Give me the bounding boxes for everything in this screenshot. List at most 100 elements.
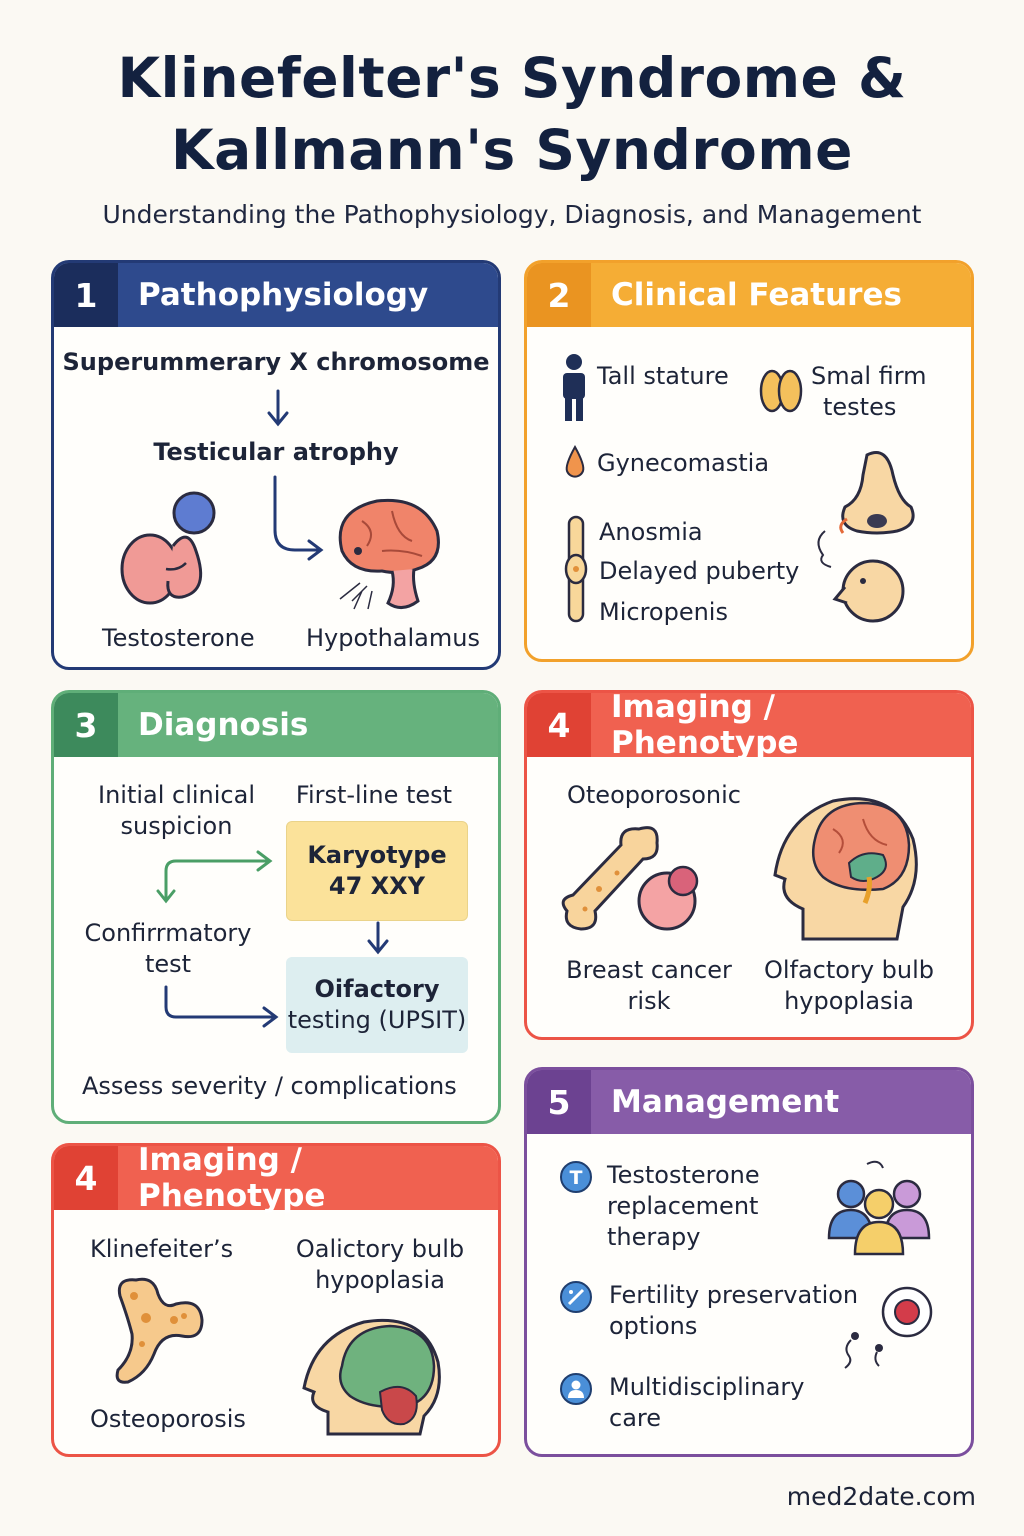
pathophysiology-number: 1 xyxy=(54,263,118,327)
imaging-right-header: 4 Imaging / Phenotype xyxy=(527,690,971,761)
imaging-right-title: Imaging / Phenotype xyxy=(611,690,799,761)
testis-icon xyxy=(120,491,216,605)
pathophysiology-header: 1 Pathophysiology xyxy=(54,263,498,327)
olfactory-line2: testing (UPSIT) xyxy=(287,1006,467,1034)
anosmia-label: Anosmia xyxy=(599,518,703,546)
olfactory-bulb-label: Olfactory bulb hypoplasia xyxy=(751,955,947,1017)
osteoporosis-label: Osteoporosis xyxy=(90,1405,246,1433)
testosterone-label: Testosterone xyxy=(102,624,255,652)
bone-icon xyxy=(561,826,659,931)
olfactory-line1: Oifactory xyxy=(314,975,440,1003)
fertility-line2: options xyxy=(609,1312,698,1340)
micropenis-label: Micropenis xyxy=(599,598,728,626)
diagnosis-title: Diagnosis xyxy=(138,707,309,743)
hypothalamus-label: Hypothalamus xyxy=(306,624,480,652)
initial-suspicion-line1: Initial clinical xyxy=(97,781,256,809)
curved-arrow-icon xyxy=(273,475,324,561)
oteoporosonic-label: Oteoporosonic xyxy=(567,781,741,809)
drop-icon xyxy=(565,444,585,478)
trt-label: Testosterone replacement therapy xyxy=(607,1160,760,1253)
imaging-phenotype-card-left: 4 Imaging / Phenotype Klinefeiter’s Oali… xyxy=(51,1143,501,1457)
multidisciplinary-line2: care xyxy=(609,1404,662,1432)
page-subtitle: Understanding the Pathophysiology, Diagn… xyxy=(102,200,922,229)
delayed-puberty-label: Delayed puberty xyxy=(599,557,800,585)
management-header: 5 Management xyxy=(527,1070,971,1134)
diagnosis-card: 3 Diagnosis Initial clinical suspicion F… xyxy=(51,690,501,1124)
suspicion-to-karyotype-arrow xyxy=(156,850,273,904)
cause-text: Superummerary X chromosome xyxy=(62,348,490,376)
oalictory-bulb-label: Oalictory bulb hypoplasia xyxy=(280,1234,480,1296)
svg-text:T: T xyxy=(570,1167,583,1189)
trt-line3: therapy xyxy=(607,1223,701,1251)
porous-bone-icon xyxy=(115,1277,204,1384)
assess-severity-label: Assess severity / complications xyxy=(82,1072,457,1100)
multidisciplinary-icon xyxy=(560,1373,592,1405)
clinical-features-title: Clinical Features xyxy=(611,277,902,313)
breast-icon xyxy=(637,865,699,931)
small-firm-testes-label-1: Smal firm xyxy=(811,362,927,390)
fertility-icon xyxy=(560,1281,592,1313)
head-brain-icon xyxy=(302,1318,441,1436)
person-icon xyxy=(563,354,585,421)
management-title: Management xyxy=(611,1084,840,1120)
team-icon xyxy=(827,1160,931,1256)
imaging-left-header: 4 Imaging / Phenotype xyxy=(54,1143,498,1214)
breast-cancer-line2: risk xyxy=(627,987,671,1015)
klinefeiter-label: Klinefeiter’s xyxy=(90,1235,234,1263)
oalictory-line1: Oalictory bulb xyxy=(295,1235,465,1263)
clinical-features-header: 2 Clinical Features xyxy=(527,263,971,327)
imaging-right-number: 4 xyxy=(527,693,591,757)
bone-icon xyxy=(564,515,588,623)
olfactory-bulb-line2: hypoplasia xyxy=(784,987,914,1015)
karyotype-box: Karyotype 47 XXY xyxy=(286,821,468,921)
diagnosis-number: 3 xyxy=(54,693,118,757)
fertility-line1: Fertility preservation xyxy=(609,1281,859,1309)
nose-icon xyxy=(839,451,915,535)
confirm-to-olfactory-arrow xyxy=(164,985,279,1028)
imaging-left-number: 4 xyxy=(54,1146,118,1210)
trt-line2: replacement xyxy=(607,1192,759,1220)
first-line-label: First-line test xyxy=(295,781,453,809)
karyotype-line1: Karyotype xyxy=(307,841,447,869)
testosterone-t-icon: T xyxy=(560,1161,592,1193)
breast-cancer-line1: Breast cancer xyxy=(566,956,732,984)
multidisciplinary-line1: Multidisciplinary xyxy=(609,1373,805,1401)
confirmatory-test-label: Confirrmatory test xyxy=(68,918,268,980)
head-brain-icon xyxy=(773,797,918,941)
imaging-phenotype-card-right: 4 Imaging / Phenotype Oteoporosonic Brea… xyxy=(524,690,974,1040)
oalictory-line2: hypoplasia xyxy=(315,1266,445,1294)
initial-suspicion-line2: suspicion xyxy=(120,812,233,840)
testes-icon xyxy=(759,369,803,413)
clinical-features-card: 2 Clinical Features Tall stature Smal fi… xyxy=(524,260,974,662)
tall-stature-label: Tall stature xyxy=(597,362,729,390)
breast-cancer-risk-label: Breast cancer risk xyxy=(549,955,749,1017)
multidisciplinary-label: Multidisciplinary care xyxy=(609,1372,805,1434)
page-title-line2: Kallmann's Syndrome xyxy=(171,118,853,182)
imaging-left-title: Imaging / Phenotype xyxy=(138,1143,326,1214)
brain-icon xyxy=(338,498,440,610)
karyotype-line2: 47 XXY xyxy=(328,872,426,900)
pathophysiology-title: Pathophysiology xyxy=(138,277,429,313)
sperm-egg-icon xyxy=(844,1286,933,1369)
management-number: 5 xyxy=(527,1070,591,1134)
down-arrow-icon xyxy=(267,389,289,427)
face-profile-icon xyxy=(817,530,905,623)
footer-site[interactable]: med2date.com xyxy=(786,1482,976,1511)
clinical-features-number: 2 xyxy=(527,263,591,327)
karyotype-down-arrow xyxy=(367,921,389,955)
olfactory-testing-box: Oifactory testing (UPSIT) xyxy=(286,957,468,1053)
confirmatory-line1: Confirrmatory xyxy=(84,919,252,947)
confirmatory-line2: test xyxy=(144,950,192,978)
management-card: 5 Management T Testosterone replacement … xyxy=(524,1067,974,1457)
initial-suspicion-label: Initial clinical suspicion xyxy=(74,780,279,842)
cause-label: Superummerary X chromosome xyxy=(54,347,498,378)
small-firm-testes-label-2: testes xyxy=(823,393,897,421)
trt-line1: Testosterone xyxy=(607,1161,760,1189)
effect-label: Testicular atrophy xyxy=(153,438,399,466)
fertility-label: Fertility preservation options xyxy=(609,1280,858,1342)
olfactory-bulb-line1: Olfactory bulb xyxy=(763,956,935,984)
diagnosis-header: 3 Diagnosis xyxy=(54,693,498,757)
gynecomastia-label: Gynecomastia xyxy=(597,449,770,477)
pathophysiology-card: 1 Pathophysiology Superummerary X chromo… xyxy=(51,260,501,670)
page-title-line1: Klinefelter's Syndrome & xyxy=(117,46,907,110)
